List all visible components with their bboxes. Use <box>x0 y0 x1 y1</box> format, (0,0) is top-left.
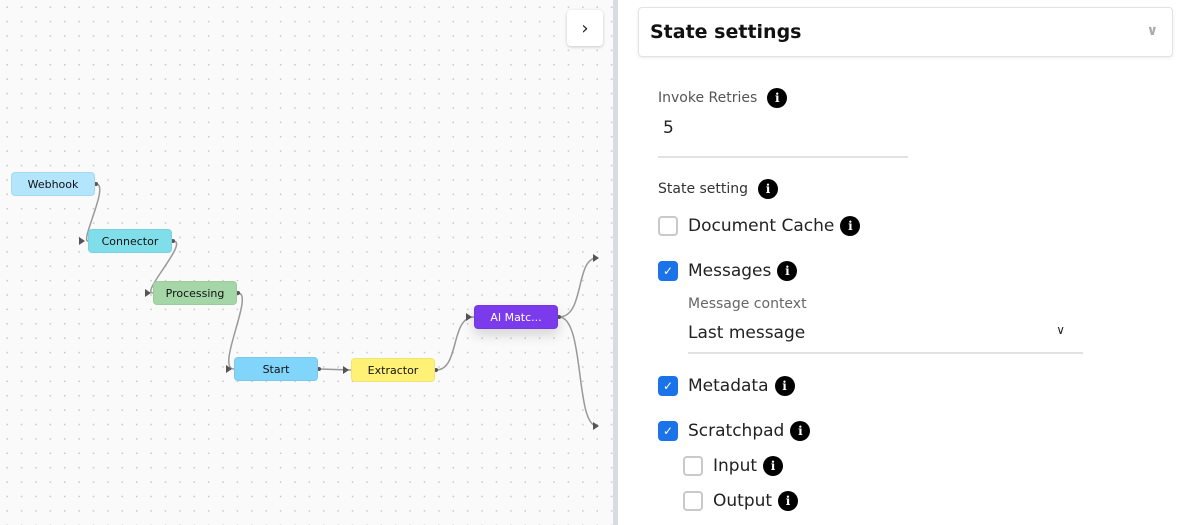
edge <box>558 316 598 427</box>
state-settings-header[interactable]: State settings ∨ <box>638 7 1173 57</box>
info-icon[interactable]: i <box>774 376 795 396</box>
node-start[interactable]: Start <box>234 357 318 381</box>
option-label: Input <box>713 456 758 476</box>
node-webhook[interactable]: Webhook <box>11 172 95 196</box>
settings-panel: State settings ∨ Invoke Retries i 5 State… <box>618 0 1181 525</box>
edge <box>150 240 178 294</box>
message-context-label: Message context <box>688 296 807 312</box>
option-label: Messages <box>688 261 772 281</box>
node-processing[interactable]: Processing <box>153 281 237 305</box>
node-ai-matcher[interactable]: AI Matc... <box>474 305 558 329</box>
invoke-retries-input[interactable]: 5 <box>663 118 674 138</box>
info-icon[interactable]: i <box>767 88 788 108</box>
info-icon[interactable]: i <box>778 491 799 511</box>
option-label: Metadata <box>688 376 769 396</box>
info-icon[interactable]: i <box>790 421 811 441</box>
node-connector[interactable]: Connector <box>88 229 172 253</box>
invoke-retries-label: Invoke Retries <box>658 90 758 106</box>
info-icon[interactable]: i <box>840 216 861 236</box>
edges <box>79 182 599 430</box>
edge <box>558 257 598 318</box>
state-setting-label: State setting <box>658 181 749 197</box>
option-label: Output <box>713 491 773 511</box>
message-context-select[interactable]: Last message ∨ <box>688 323 1083 343</box>
checkbox[interactable]: ✓ <box>658 376 678 396</box>
panel-title: State settings <box>650 21 802 43</box>
edge <box>435 316 475 371</box>
option-label: Document Cache <box>688 216 835 236</box>
collapse-panel-button[interactable]: › <box>567 10 603 46</box>
selected-value: Last message <box>688 323 806 343</box>
option-label: Scratchpad <box>688 421 785 441</box>
panel-resize-handle[interactable] <box>613 0 618 525</box>
edge <box>85 183 101 242</box>
workflow-canvas[interactable]: Webhook Connector Processing Start Extra… <box>0 0 613 525</box>
chevron-down-icon: ∨ <box>1056 323 1065 337</box>
checkbox[interactable] <box>683 456 703 476</box>
info-icon[interactable]: i <box>777 261 798 281</box>
info-icon[interactable]: i <box>758 179 779 199</box>
checkbox[interactable]: ✓ <box>658 421 678 441</box>
edge <box>228 292 244 370</box>
chevron-right-icon: › <box>581 17 589 39</box>
checkbox[interactable]: ✓ <box>658 261 678 281</box>
node-extractor[interactable]: Extractor <box>351 358 435 382</box>
chevron-down-icon: ∨ <box>1146 23 1158 39</box>
checkbox[interactable] <box>658 216 678 236</box>
checkbox[interactable] <box>683 491 703 511</box>
info-icon[interactable]: i <box>763 456 784 476</box>
